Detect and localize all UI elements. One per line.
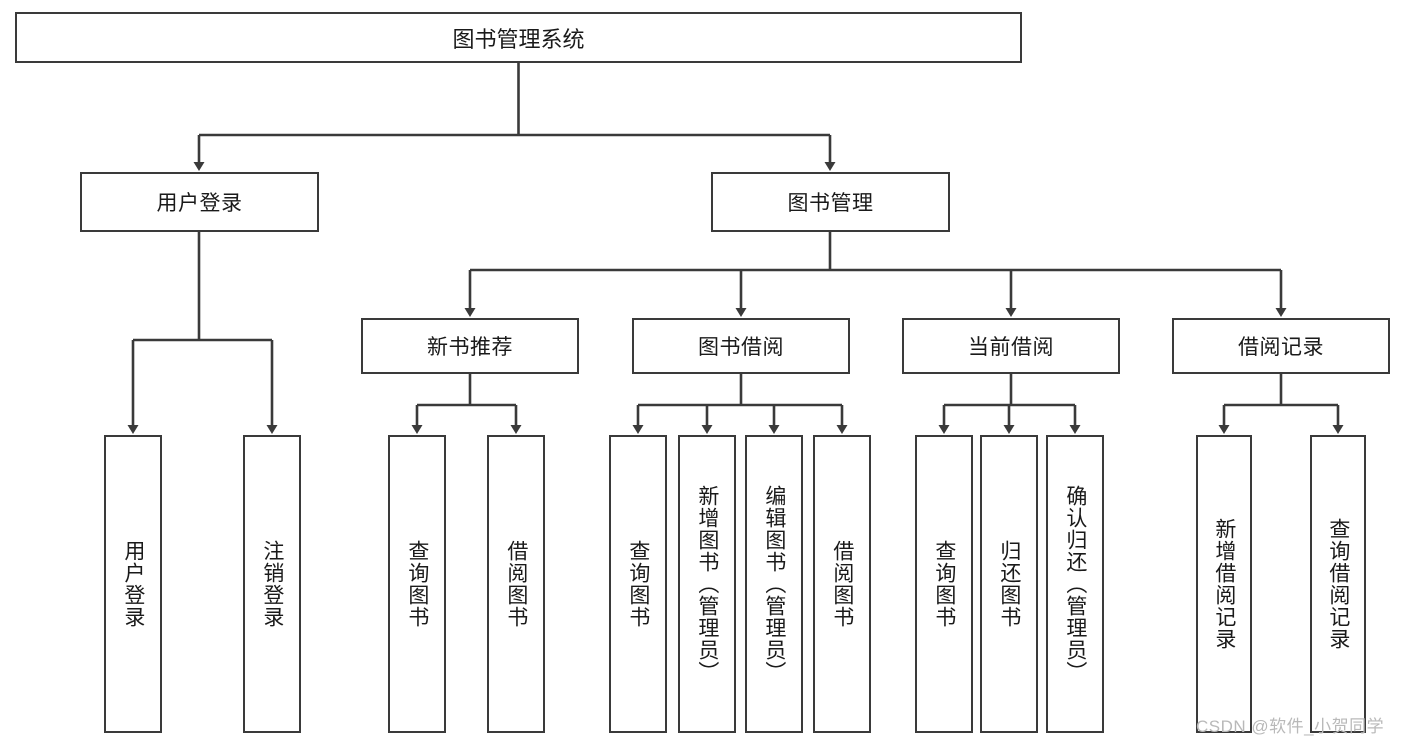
node-user-login[interactable]: 用户登录 (80, 172, 319, 232)
node-leaf-query-record[interactable]: 查询借阅记录 (1310, 435, 1366, 733)
node-leaf-borrow-book-2[interactable]: 借阅图书 (813, 435, 871, 733)
node-leaf-borrow-book-1-label: 借阅图书 (504, 540, 528, 628)
node-leaf-query-book-1-label: 查询图书 (405, 540, 429, 628)
node-leaf-user-login-label: 用户登录 (121, 540, 145, 628)
node-leaf-add-book[interactable]: 新增图书（管理员） (678, 435, 736, 733)
node-leaf-query-book-2-label: 查询图书 (626, 540, 650, 628)
edge-group-user-login (127, 232, 278, 434)
node-current-borrow-label: 当前借阅 (968, 336, 1054, 359)
node-leaf-add-record[interactable]: 新增借阅记录 (1196, 435, 1252, 733)
node-new-book-recommend-label: 新书推荐 (427, 336, 513, 359)
node-new-book-recommend[interactable]: 新书推荐 (361, 318, 579, 374)
watermark: CSDN @软件_小贺同学 (1196, 717, 1385, 736)
node-leaf-query-book-3-label: 查询图书 (932, 540, 956, 628)
node-borrow-record-label: 借阅记录 (1238, 336, 1324, 359)
node-current-borrow[interactable]: 当前借阅 (902, 318, 1120, 374)
node-leaf-query-book-1[interactable]: 查询图书 (388, 435, 446, 733)
node-leaf-user-logout[interactable]: 注销登录 (243, 435, 301, 733)
node-leaf-edit-book-label: 编辑图书（管理员） (762, 485, 786, 683)
node-leaf-edit-book[interactable]: 编辑图书（管理员） (745, 435, 803, 733)
node-borrow-record[interactable]: 借阅记录 (1172, 318, 1390, 374)
node-root-label: 图书管理系统 (452, 26, 585, 52)
node-leaf-query-record-label: 查询借阅记录 (1326, 518, 1350, 650)
node-root[interactable]: 图书管理系统 (15, 12, 1022, 63)
node-book-manage-label: 图书管理 (787, 192, 874, 215)
node-leaf-return-book-label: 归还图书 (997, 540, 1021, 628)
node-leaf-add-record-label: 新增借阅记录 (1212, 518, 1236, 650)
edge-group-book-manage (464, 232, 1287, 317)
node-book-borrow[interactable]: 图书借阅 (632, 318, 850, 374)
edge-group-new-book-recommend (411, 374, 522, 434)
node-book-manage[interactable]: 图书管理 (711, 172, 950, 232)
node-book-borrow-label: 图书借阅 (698, 336, 784, 359)
edge-group-current-borrow (938, 374, 1081, 434)
node-leaf-confirm-return-label: 确认归还（管理员） (1063, 485, 1087, 683)
node-leaf-user-login[interactable]: 用户登录 (104, 435, 162, 733)
node-user-login-label: 用户登录 (156, 192, 243, 215)
node-leaf-query-book-2[interactable]: 查询图书 (609, 435, 667, 733)
node-leaf-query-book-3[interactable]: 查询图书 (915, 435, 973, 733)
edge-group-borrow-record (1218, 374, 1344, 434)
node-leaf-return-book[interactable]: 归还图书 (980, 435, 1038, 733)
node-leaf-borrow-book-2-label: 借阅图书 (830, 540, 854, 628)
node-leaf-user-logout-label: 注销登录 (260, 540, 284, 628)
node-leaf-borrow-book-1[interactable]: 借阅图书 (487, 435, 545, 733)
edge-group-book-borrow (632, 374, 848, 434)
edge-group-root (193, 63, 836, 171)
node-leaf-confirm-return[interactable]: 确认归还（管理员） (1046, 435, 1104, 733)
node-leaf-add-book-label: 新增图书（管理员） (695, 485, 719, 683)
